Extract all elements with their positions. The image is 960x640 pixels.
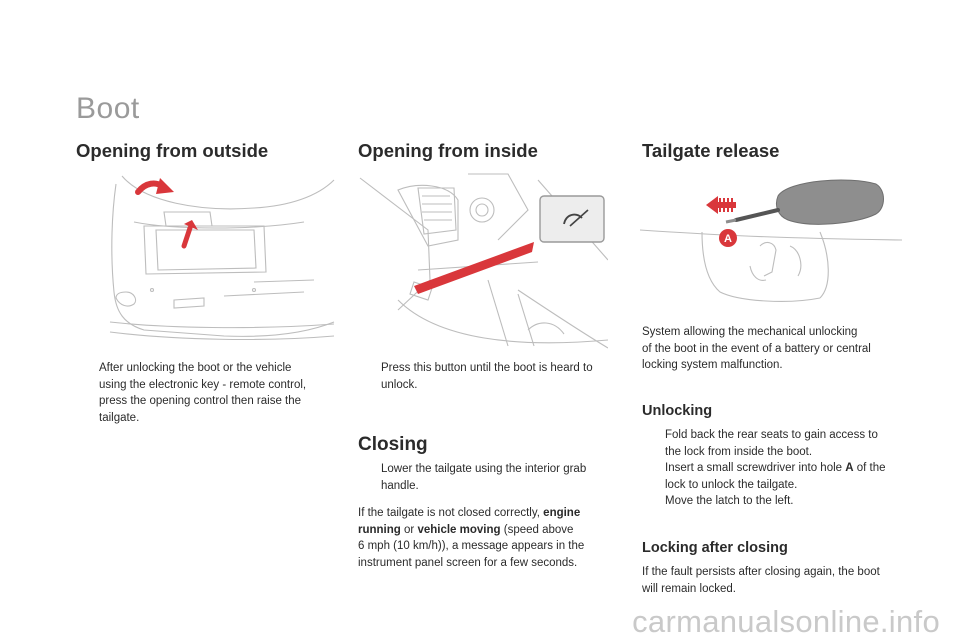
list-item: Press this button until the boot is hear…	[358, 360, 620, 393]
illustration-tailgate-release: A	[640, 176, 905, 306]
col1-body: After unlocking the boot or the vehicle …	[76, 360, 336, 426]
illustration-boot-exterior	[104, 172, 338, 348]
list-item: Move the latch to the left.	[642, 493, 914, 510]
text-line: press the opening control then raise the	[99, 395, 302, 407]
list-item: After unlocking the boot or the vehicle …	[76, 360, 336, 426]
text-line: running or vehicle moving (speed above	[358, 523, 574, 536]
closing-note: If the tailgate is not closed correctly,…	[358, 505, 620, 571]
text-line: using the electronic key - remote contro…	[99, 378, 307, 391]
text-line: Fold back the rear seats to gain access …	[665, 429, 878, 441]
text-line: the lock from inside the boot.	[665, 445, 813, 458]
list-item: Fold back the rear seats to gain access …	[642, 427, 914, 460]
text-line: Move the latch to the left.	[665, 495, 794, 507]
text-line: System allowing the mechanical unlocking	[642, 326, 858, 338]
heading-opening-outside: Opening from outside	[76, 140, 269, 161]
unlocking-list: Fold back the rear seats to gain access …	[642, 427, 914, 510]
text-line: 6 mph (10 km/h)), a message appears in t…	[358, 540, 585, 552]
text-line: locking system malfunction.	[642, 359, 783, 371]
heading-unlocking: Unlocking	[642, 403, 713, 419]
col2-body: Press this button until the boot is hear…	[358, 360, 620, 393]
text-line: tailgate.	[99, 411, 140, 424]
heading-opening-inside: Opening from inside	[358, 140, 538, 161]
text-line: Lower the tailgate using the interior gr…	[381, 463, 587, 475]
col3-intro: System allowing the mechanical unlocking…	[642, 324, 912, 374]
list-item: Lower the tailgate using the interior gr…	[358, 461, 620, 494]
callout-a: A	[724, 233, 732, 245]
watermark: carmanualsonline.info	[632, 604, 940, 639]
illustration-boot-inside-button	[358, 170, 608, 350]
text-line: After unlocking the boot or the vehicle	[99, 362, 292, 374]
locking-body: If the fault persists after closing agai…	[642, 564, 914, 597]
text-line: instrument panel screen for a few second…	[358, 556, 578, 569]
heading-locking-after-closing: Locking after closing	[642, 540, 788, 556]
text-line: If the fault persists after closing agai…	[642, 566, 880, 578]
text-line: of the boot in the event of a battery or…	[642, 342, 871, 355]
list-item: Insert a small screwdriver into hole A o…	[642, 460, 914, 493]
text-line: Press this button until the boot is hear…	[381, 362, 593, 374]
text-line: unlock.	[381, 378, 418, 391]
text-line: handle.	[381, 479, 419, 492]
closing-body: Lower the tailgate using the interior gr…	[358, 461, 620, 494]
heading-tailgate-release: Tailgate release	[642, 140, 780, 161]
text-line: If the tailgate is not closed correctly,…	[358, 507, 581, 519]
page-title: Boot	[76, 92, 140, 125]
text-line: Insert a small screwdriver into hole A o…	[665, 462, 886, 474]
text-line: will remain locked.	[642, 582, 736, 595]
text-line: lock to unlock the tailgate.	[665, 478, 798, 491]
heading-closing: Closing	[358, 434, 428, 455]
